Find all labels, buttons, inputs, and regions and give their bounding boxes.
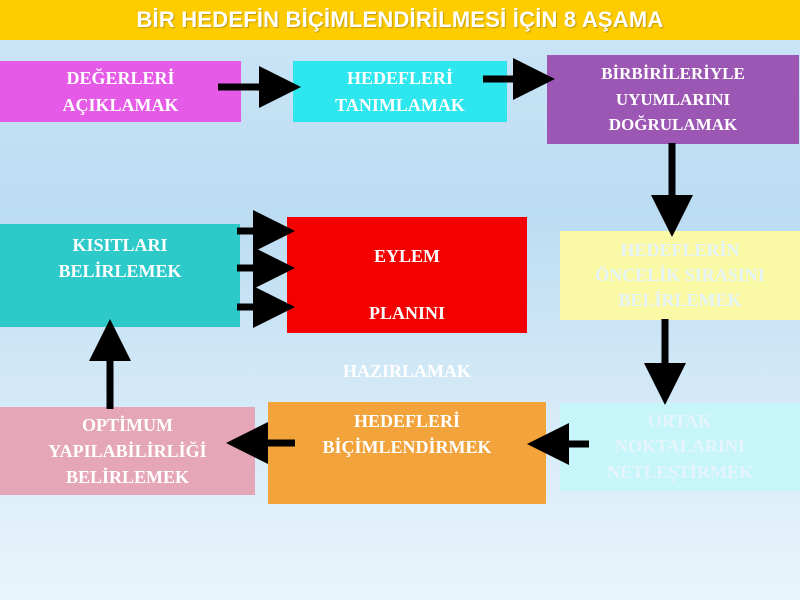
step-optimum-yapilabilirligi-belirlemek: OPTİMUM YAPILABİLİRLİĞİ BELİRLEMEK <box>0 407 255 495</box>
step-label: HEDEFLERİ TANIMLAMAK <box>335 68 465 115</box>
step-label: OPTİMUM YAPILABİLİRLİĞİ BELİRLEMEK <box>48 414 207 488</box>
step-label: ORTAK NOKTALARINI NETLEŞTİRMEK <box>606 411 754 482</box>
step-label: HEDEFLERİN ÖNCELİK SIRASINI BELİRLEMEK <box>595 239 765 311</box>
step-label: BİRBİRİLERİYLE UYUMLARINI DOĞRULAMAK <box>601 64 745 135</box>
step-label-line-2: PLANINI <box>368 303 445 324</box>
step-label: HEDEFLERİ BİÇİMLENDİRMEK <box>322 411 492 458</box>
step-degerleri-aciklamak: DEĞERLERİ AÇIKLAMAK <box>0 61 241 122</box>
step-label: KISITLARI BELİRLEMEK <box>58 235 182 282</box>
step-hedeflerin-oncelik-sirasini-belirlemek: HEDEFLERİN ÖNCELİK SIRASINI BELİRLEMEK <box>560 231 800 320</box>
step-label: DEĞERLERİ AÇIKLAMAK <box>62 68 179 115</box>
step-kisitlari-belirlemek: KISITLARI BELİRLEMEK <box>0 224 240 327</box>
step-hedefleri-tanimlamak: HEDEFLERİ TANIMLAMAK <box>293 61 507 122</box>
step-eylem-planini-hazirlamak: EYLEM PLANINI HAZIRLAMAK <box>287 217 527 381</box>
step-birbirileriyle-uyumlarini-dogrulamak: BİRBİRİLERİYLE UYUMLARINI DOĞRULAMAK <box>547 55 799 144</box>
step-label-line-3: HAZIRLAMAK <box>342 360 471 381</box>
step-ortak-noktalarini-netlestirmek: ORTAK NOKTALARINI NETLEŞTİRMEK <box>560 403 800 491</box>
page-title: BİR HEDEFİN BİÇİMLENDİRİLMESİ İÇİN 8 AŞA… <box>0 0 800 40</box>
step-label-line-1: EYLEM <box>373 245 440 266</box>
step-hedefleri-bicimlendirmek: HEDEFLERİ BİÇİMLENDİRMEK <box>268 402 546 504</box>
